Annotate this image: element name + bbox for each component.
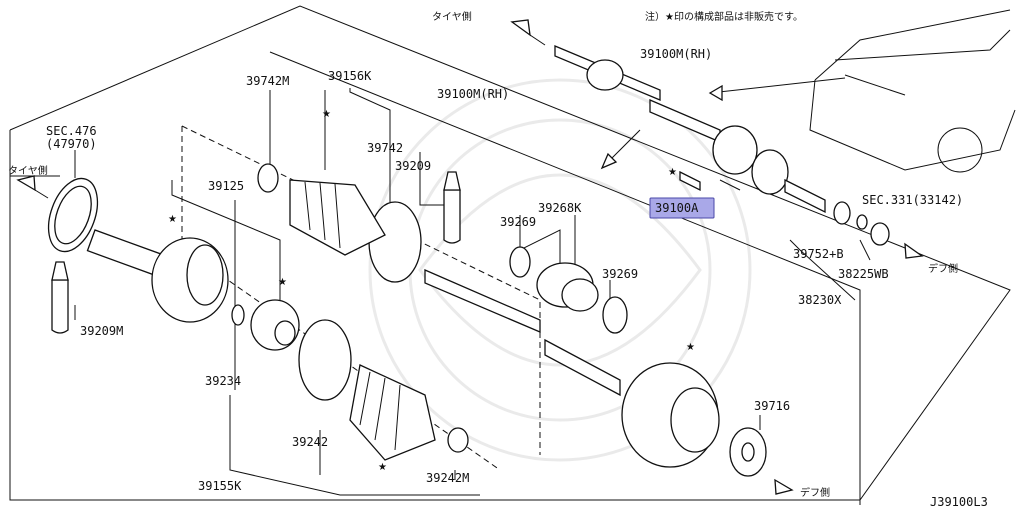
direction-diff-bottom: デフ側 bbox=[800, 486, 830, 499]
label-39242[interactable]: 39242 bbox=[292, 435, 328, 449]
arrow-tire-side-top bbox=[510, 19, 546, 46]
label-39742m[interactable]: 39742M bbox=[246, 74, 289, 88]
label-39156k[interactable]: 39156K bbox=[328, 69, 372, 83]
label-38225wb[interactable]: 38225WB bbox=[838, 267, 889, 281]
band-39242m bbox=[447, 427, 469, 453]
bolt-39100a bbox=[679, 170, 701, 192]
label-sec476-a[interactable]: SEC.476 bbox=[46, 124, 97, 138]
label-39742[interactable]: 39742 bbox=[367, 141, 403, 155]
damper-ring-39269-a bbox=[509, 246, 531, 278]
star-marker: ★ bbox=[278, 277, 287, 288]
arrow-tire-side-left bbox=[16, 175, 49, 199]
watermark-emblem bbox=[368, 78, 752, 462]
label-39100a[interactable]: 39100A bbox=[655, 201, 699, 215]
label-39125[interactable]: 39125 bbox=[208, 179, 244, 193]
grease-tube-39209 bbox=[443, 171, 461, 244]
star-marker: ★ bbox=[168, 214, 177, 225]
inner-joint-housing bbox=[544, 338, 720, 468]
direction-diff-right: デフ側 bbox=[928, 262, 958, 275]
sensor-rotor-ring bbox=[47, 177, 99, 253]
seal-39716 bbox=[729, 427, 767, 477]
band-39742 bbox=[368, 201, 422, 283]
label-39209[interactable]: 39209 bbox=[395, 159, 431, 173]
arrow-shaft-down bbox=[609, 129, 641, 161]
band-39242 bbox=[298, 319, 352, 401]
leader-lines bbox=[74, 88, 871, 496]
shaft-assembly-rh bbox=[554, 45, 826, 214]
direction-tire-left: タイヤ側 bbox=[8, 164, 48, 177]
label-39100m-rh-top[interactable]: 39100M(RH) bbox=[640, 47, 712, 61]
drive-shaft bbox=[424, 269, 541, 333]
inner-race-cage bbox=[250, 299, 300, 351]
arrow-diff-side-right bbox=[904, 242, 924, 259]
band-39742m bbox=[257, 163, 279, 193]
ring-38225wb bbox=[856, 214, 868, 230]
label-39234[interactable]: 39234 bbox=[205, 374, 241, 388]
star-marker: ★ bbox=[322, 109, 331, 120]
drawing-code: J39100L3 bbox=[930, 495, 988, 509]
star-marker: ★ bbox=[686, 342, 695, 353]
label-39100m-rh-center[interactable]: 39100M(RH) bbox=[437, 87, 509, 101]
outer-boot-39742 bbox=[289, 179, 386, 256]
arrow-vehicle-to-shaft bbox=[709, 77, 846, 94]
label-39752b[interactable]: 39752+B bbox=[793, 247, 844, 261]
dynamic-damper-39268k bbox=[536, 262, 599, 312]
label-39269-b[interactable]: 39269 bbox=[602, 267, 638, 281]
outer-cv-joint bbox=[86, 229, 229, 323]
label-39209m[interactable]: 39209M bbox=[80, 324, 123, 338]
arrowhead-shaft-down bbox=[600, 152, 618, 170]
ring-39752b bbox=[833, 201, 851, 225]
arrow-diff-side-bottom bbox=[774, 478, 794, 495]
label-sec476-b[interactable]: (47970) bbox=[46, 137, 97, 151]
label-39155k[interactable]: 39155K bbox=[198, 479, 242, 493]
star-marker: ★ bbox=[668, 167, 677, 178]
direction-tire-top: タイヤ側 bbox=[432, 10, 472, 23]
grease-tube-39209m bbox=[51, 261, 69, 334]
assembly-frame bbox=[9, 5, 1011, 505]
sec331-seal bbox=[870, 222, 890, 246]
label-38230x[interactable]: 38230X bbox=[798, 293, 842, 307]
note-text: 注）★印の構成部品は非販売です。 bbox=[645, 10, 803, 23]
label-39268k[interactable]: 39268K bbox=[538, 201, 582, 215]
label-39716[interactable]: 39716 bbox=[754, 399, 790, 413]
highlight-39100a[interactable] bbox=[649, 197, 715, 219]
label-sec331[interactable]: SEC.331(33142) bbox=[862, 193, 963, 207]
label-39242m[interactable]: 39242M bbox=[426, 471, 469, 485]
vehicle-outline bbox=[809, 9, 1016, 173]
arrowhead-vehicle bbox=[708, 84, 723, 102]
damper-ring-39269-b bbox=[602, 296, 628, 334]
star-marker: ★ bbox=[378, 462, 387, 473]
inner-boot-39242 bbox=[349, 364, 436, 461]
label-39269-a[interactable]: 39269 bbox=[500, 215, 536, 229]
snap-ring-39234 bbox=[231, 304, 245, 326]
